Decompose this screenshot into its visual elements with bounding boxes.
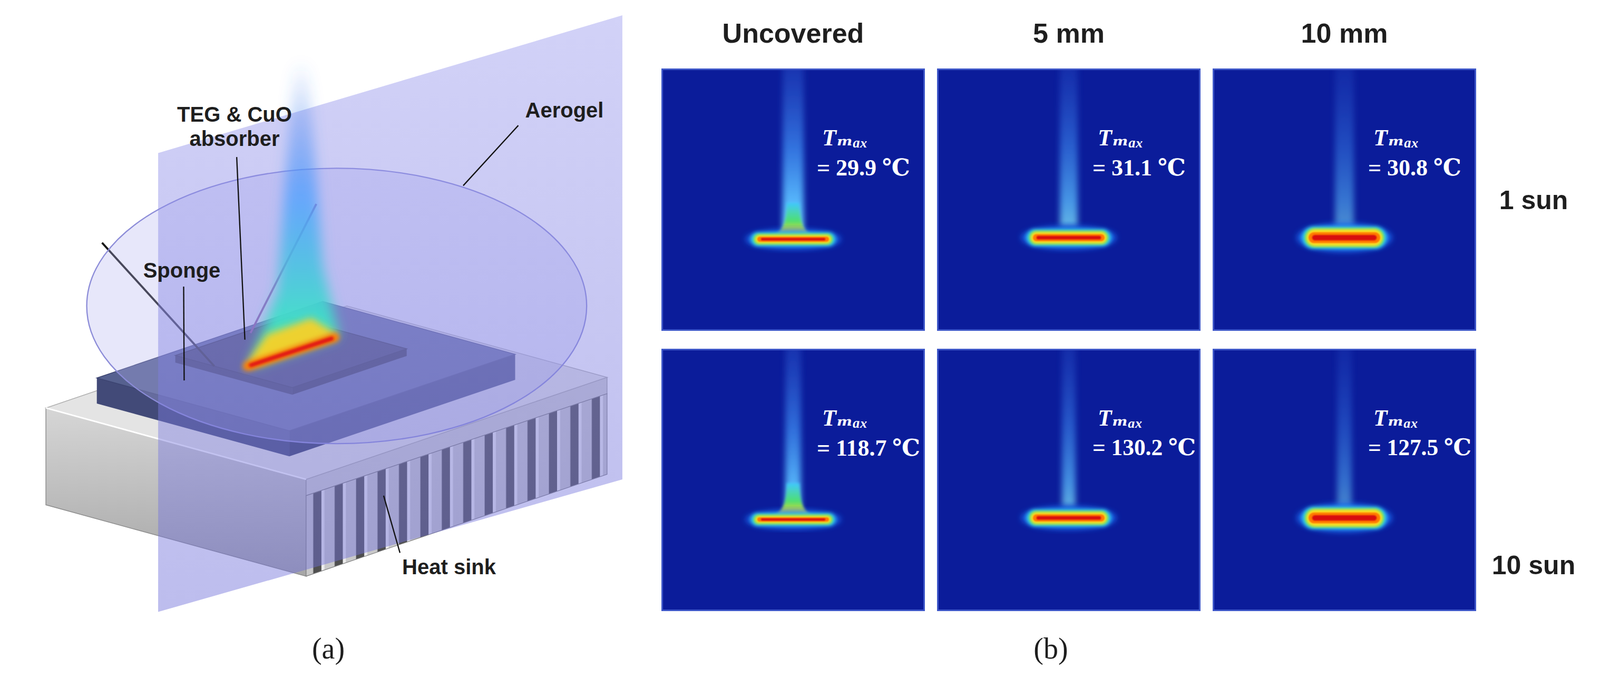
heatmap-panel: Tₘₐₓ= 31.1 ℃ (937, 68, 1201, 331)
symbol-label: Tₘₐₓ (822, 403, 921, 434)
source-core (761, 518, 826, 521)
value-label: = 127.5 ℃ (1368, 432, 1472, 463)
source-halo (1021, 506, 1117, 530)
source-core (1036, 516, 1102, 521)
leader-line (182, 286, 185, 381)
hot-streak (250, 338, 332, 366)
value-label: = 30.8 ℃ (1368, 152, 1462, 183)
source-zone (1308, 232, 1381, 244)
temperature-field (662, 70, 924, 330)
column-header: 10 mm (1301, 17, 1389, 50)
temperature-field (1214, 350, 1475, 610)
heat-plume (1061, 350, 1076, 507)
source-zone (753, 233, 833, 245)
source-zone (1302, 226, 1387, 249)
temperature-readout: Tₘₐₓ= 127.5 ℃ (1368, 403, 1472, 463)
plume-base (242, 318, 339, 370)
column-header: Uncovered (722, 17, 865, 50)
temperature-field (938, 70, 1199, 330)
row-label: 1 sun (1499, 185, 1569, 217)
symbol-label: Tₘₐₓ (822, 122, 911, 153)
source-zone (1308, 512, 1381, 524)
source-zone (1026, 509, 1111, 527)
temperature-field (938, 350, 1199, 610)
leader-line (463, 125, 519, 186)
source-zone (753, 514, 833, 525)
temperature-readout: Tₘₐₓ= 130.2 ℃ (1092, 403, 1196, 463)
heatmap-panel: Tₘₐₓ= 127.5 ℃ (1212, 348, 1477, 612)
temperature-field (662, 350, 924, 610)
heatmap-panel: Tₘₐₓ= 29.9 ℃ (661, 68, 925, 331)
leader-line (383, 495, 400, 553)
source-zone (1302, 506, 1387, 529)
source-halo (1021, 226, 1117, 249)
heat-plume (1059, 70, 1078, 227)
source-zone (1032, 233, 1105, 242)
symbol-label: Tₘₐₓ (1097, 122, 1186, 153)
source-zone (1029, 230, 1109, 245)
hot-streak (247, 337, 335, 367)
source-zone (757, 236, 829, 242)
heat-plume (1334, 70, 1354, 227)
leader-lines (183, 125, 519, 553)
source-zone (1304, 508, 1384, 528)
heatmap-panel: Tₘₐₓ= 130.2 ℃ (937, 348, 1201, 612)
source-zone (750, 513, 836, 526)
source-zone (750, 232, 836, 247)
source-core (1312, 235, 1378, 241)
source-zone (1030, 231, 1107, 244)
column-header: 5 mm (1032, 17, 1105, 50)
source-zone (1026, 229, 1111, 247)
heatmap-panel: Tₘₐₓ= 118.7 ℃ (661, 348, 925, 612)
source-halo (1296, 223, 1392, 252)
part-label: Sponge (143, 258, 221, 283)
source-core (1312, 515, 1378, 521)
source-zone (757, 517, 829, 522)
source-zone (755, 515, 832, 524)
temperature-readout: Tₘₐₓ= 31.1 ℃ (1092, 122, 1186, 183)
source-zone (1029, 511, 1109, 525)
source-zone (1032, 514, 1105, 522)
heatmap-panel: Tₘₐₓ= 30.8 ℃ (1212, 68, 1477, 331)
heat-plume (1337, 350, 1352, 507)
source-core (761, 238, 826, 241)
source-zone (1304, 228, 1384, 248)
part-label: TEG & CuO absorber (168, 102, 301, 151)
value-label: = 29.9 ℃ (816, 152, 911, 183)
value-label: = 31.1 ℃ (1092, 152, 1186, 183)
panel-tag: (a) (311, 631, 345, 666)
temperature-readout: Tₘₐₓ= 118.7 ℃ (816, 403, 921, 464)
part-label: Heat sink (402, 554, 496, 580)
leader-line (236, 157, 245, 340)
value-label: = 118.7 ℃ (816, 433, 921, 464)
symbol-label: Tₘₐₓ (1373, 403, 1472, 433)
symbol-label: Tₘₐₓ (1373, 122, 1462, 153)
temperature-readout: Tₘₐₓ= 30.8 ℃ (1368, 122, 1462, 183)
source-zone (755, 235, 832, 244)
source-core (1036, 236, 1102, 240)
source-zone (1306, 509, 1383, 527)
temperature-readout: Tₘₐₓ= 29.9 ℃ (816, 122, 911, 183)
panel-tag: (b) (1033, 631, 1068, 666)
value-label: = 130.2 ℃ (1092, 432, 1196, 463)
source-halo (745, 229, 841, 250)
section-plane (158, 15, 623, 613)
temperature-field (1214, 70, 1475, 330)
source-halo (745, 510, 841, 530)
symbol-label: Tₘₐₓ (1097, 403, 1196, 433)
row-label: 10 sun (1491, 550, 1576, 582)
source-zone (1306, 229, 1383, 247)
part-label: Aerogel (525, 98, 604, 123)
source-zone (1030, 512, 1107, 524)
source-halo (1296, 503, 1392, 532)
